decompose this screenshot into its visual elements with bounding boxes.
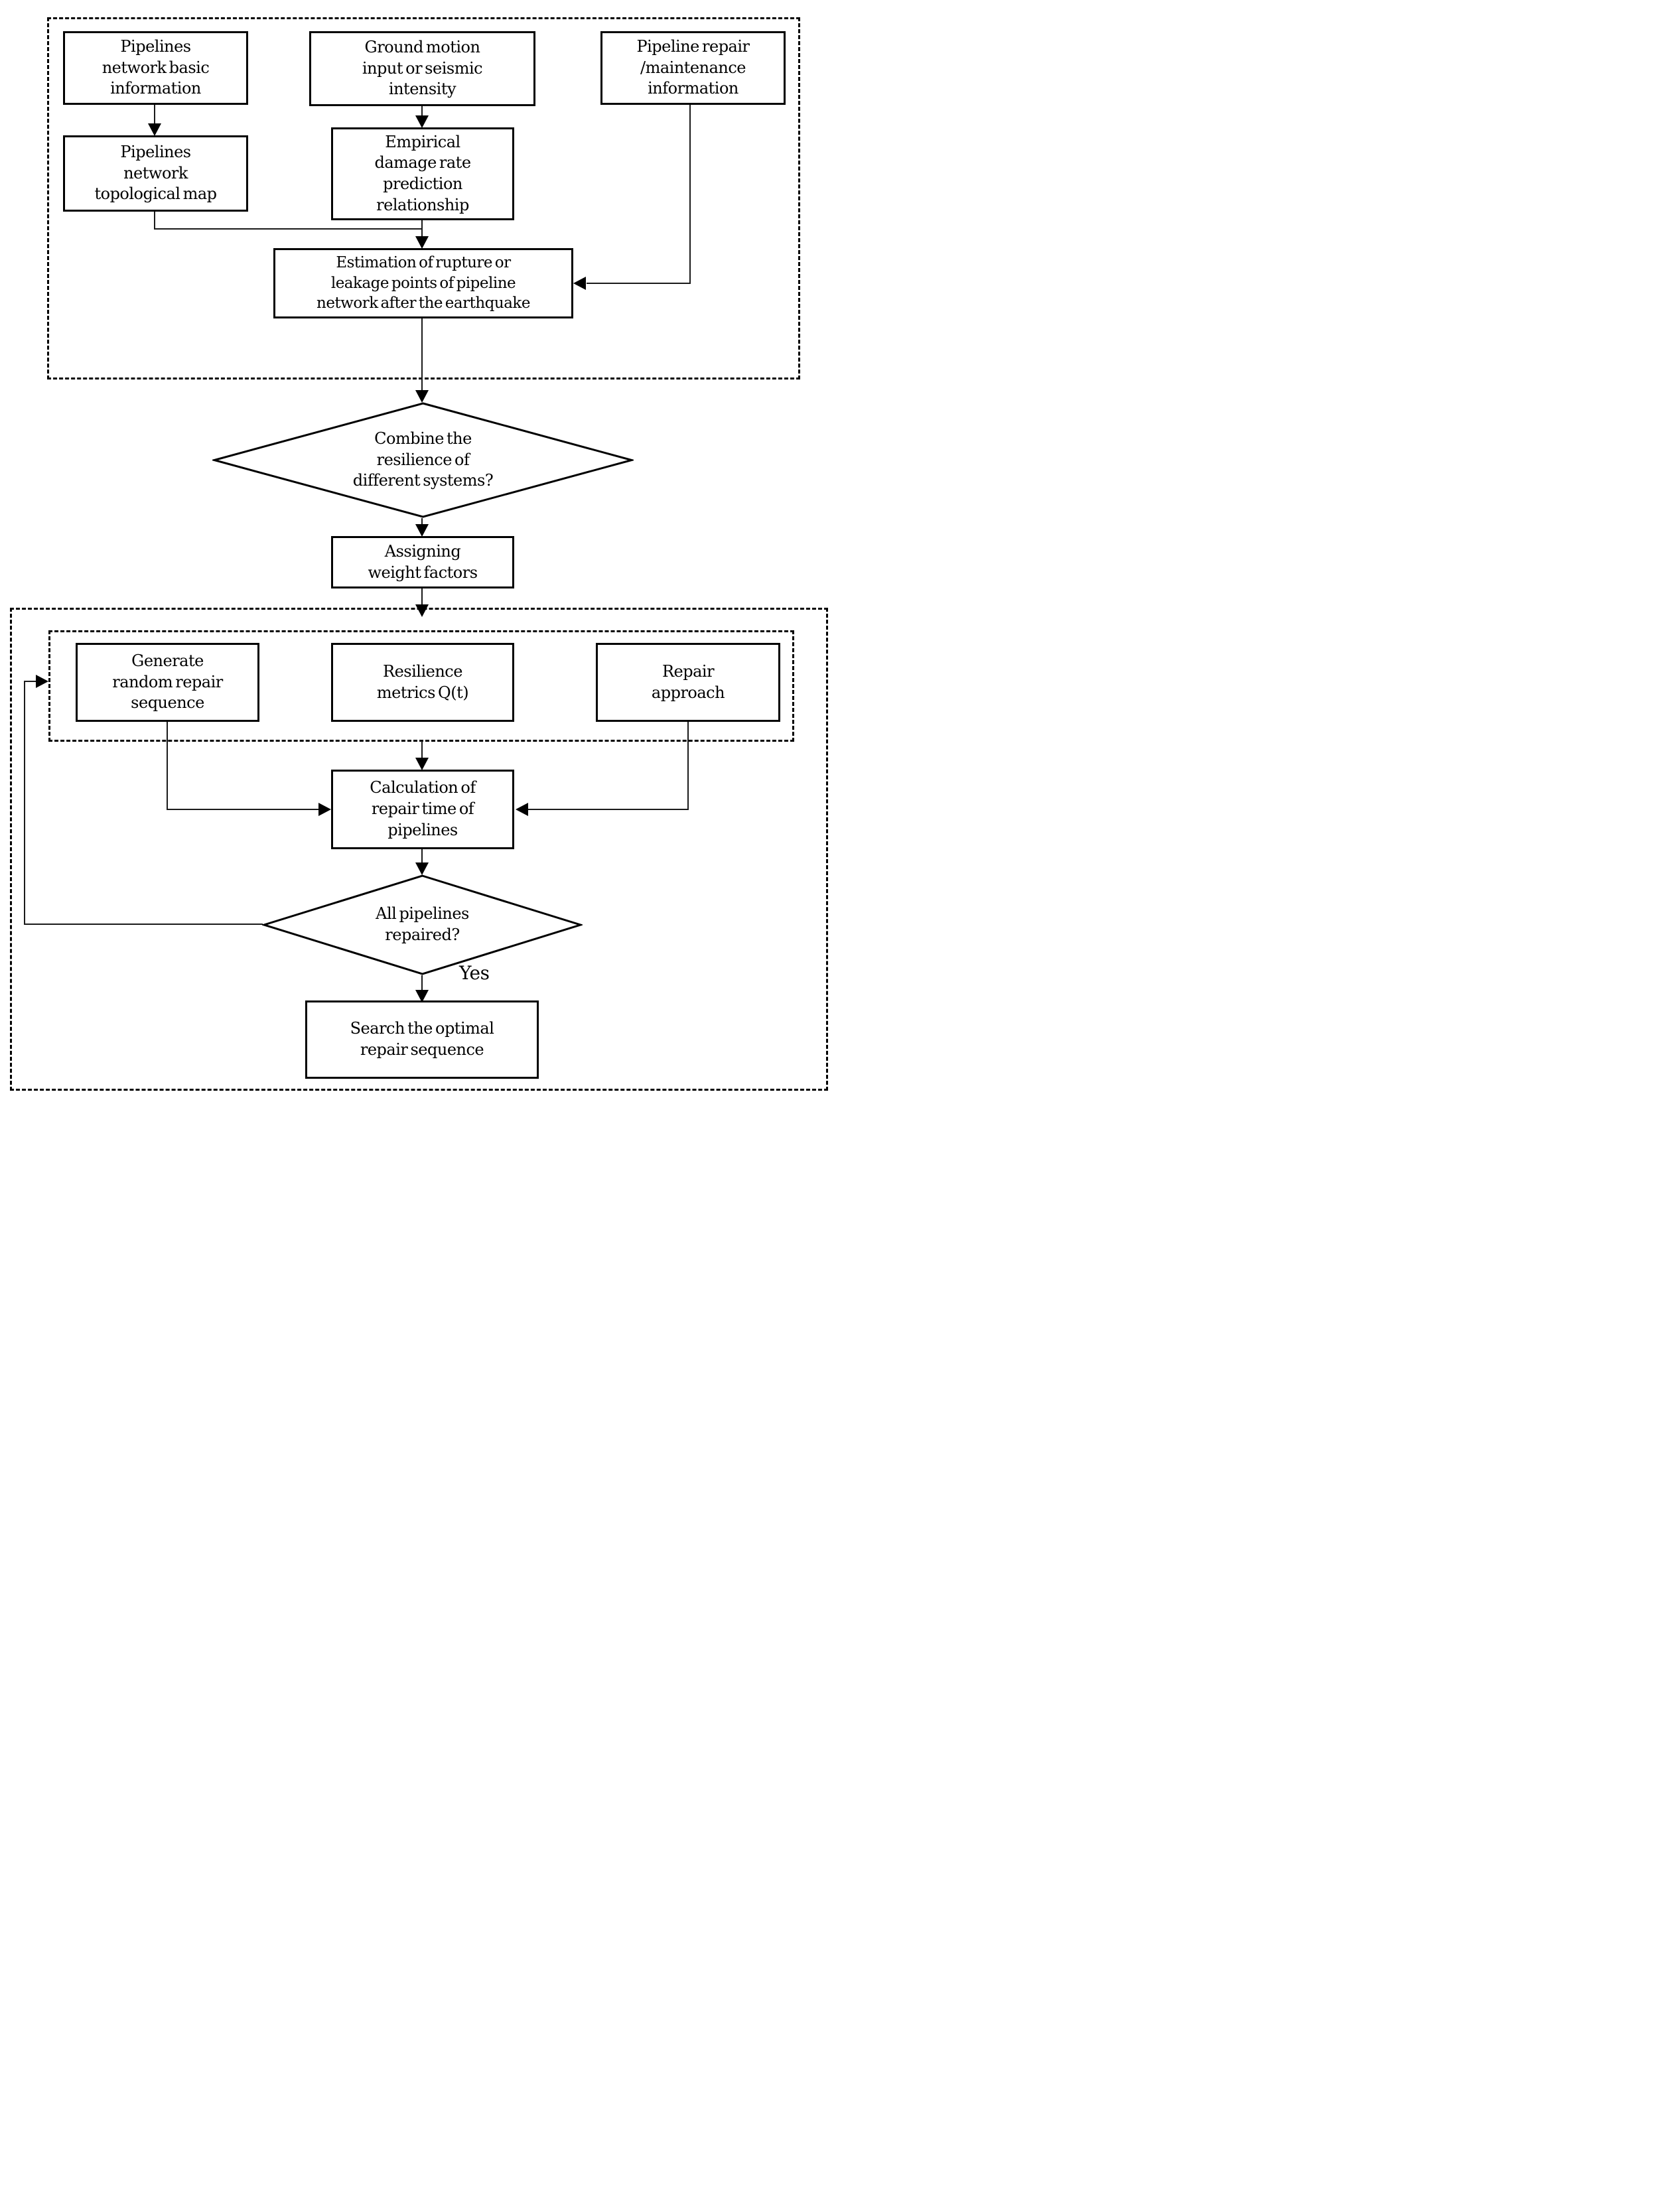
node-text-line: information — [110, 79, 201, 98]
arrow-down-icon — [415, 236, 429, 249]
node-text-line: Combine the — [374, 429, 472, 448]
node-text-line: intensity — [388, 80, 456, 99]
arrow-left-icon — [516, 803, 528, 816]
arrow-down-icon — [415, 390, 429, 403]
node-text-line: resilience of — [376, 450, 470, 469]
node-text-line: random repair — [112, 672, 223, 691]
node-search-optimal-repair-sequence: Search the optimal repair sequence — [305, 1000, 539, 1079]
node-resilience-metrics: Resilience metrics Q(t) — [331, 643, 514, 722]
node-text-line: Assigning — [384, 541, 461, 561]
connector-basic-to-topomap — [154, 105, 155, 125]
connector-inner-group-to-calculation — [421, 741, 423, 759]
diamond-outline — [212, 402, 634, 518]
node-generate-random-repair-sequence: Generate random repair sequence — [76, 643, 259, 722]
node-text-line: leakage points of pipeline — [330, 274, 516, 292]
arrow-right-icon — [36, 675, 48, 688]
node-text-line: input or seismic — [362, 58, 483, 78]
node-text-line: network after the earthquake — [316, 295, 530, 312]
diamond-shape — [262, 874, 583, 975]
node-text-line: approach — [651, 683, 725, 702]
arrow-down-icon — [415, 115, 429, 128]
connector-loop-vertical — [24, 681, 25, 925]
node-text-line: /maintenance — [640, 58, 746, 77]
node-text-line: topological map — [94, 184, 217, 204]
connector-ground-to-empirical — [421, 106, 423, 117]
node-text-line: Empirical — [385, 132, 460, 151]
node-ground-motion-input: Ground motion input or seismic intensity — [309, 31, 535, 106]
diamond-shape — [212, 402, 634, 518]
node-text-line: Search the optimal — [350, 1019, 494, 1038]
node-text-line: Calculation of — [370, 778, 476, 797]
arrow-left-icon — [573, 277, 586, 290]
connector-topomap-elbow-vertical — [154, 212, 155, 230]
node-calculation-repair-time: Calculation of repair time of pipelines — [331, 770, 514, 849]
node-estimation-rupture-leakage-points: Estimation of rupture or leakage points … — [273, 248, 573, 318]
arrow-down-icon — [415, 990, 429, 1002]
simulation-inputs-group-frame — [48, 630, 794, 742]
arrow-down-icon — [148, 123, 161, 136]
decision-text: All pipelines repaired? — [262, 874, 583, 975]
node-text-line: repair sequence — [360, 1040, 484, 1059]
node-pipelines-network-basic-information: Pipelines network basic information — [63, 31, 248, 105]
node-text-line: Pipelines — [120, 36, 191, 56]
decision-combine-resilience: Combine the resilience of different syst… — [212, 402, 634, 518]
node-text-line: relationship — [376, 195, 469, 214]
connector-estimation-to-combine — [421, 318, 423, 391]
connector-calculation-to-repaired — [421, 849, 423, 864]
connector-topomap-elbow-horizontal — [154, 228, 423, 230]
yes-branch-label: Yes — [459, 962, 490, 984]
connector-weights-to-inner-group — [421, 588, 423, 606]
connector-approach-elbow-vertical — [687, 722, 689, 810]
flowchart: Pipelines network basic information Grou… — [0, 0, 840, 1100]
node-text-line: Repair — [662, 661, 715, 681]
node-empirical-damage-rate-prediction: Empirical damage rate prediction relatio… — [331, 127, 514, 220]
connector-repairinfo-elbow-vertical — [689, 105, 691, 284]
damage-assessment-group-frame — [47, 17, 800, 379]
node-text-line: prediction — [383, 174, 462, 193]
decision-text: Combine the resilience of different syst… — [212, 402, 634, 518]
arrow-down-icon — [415, 524, 429, 537]
connector-approach-elbow-horizontal — [527, 809, 689, 810]
node-text-line: network basic — [102, 58, 210, 77]
decision-all-pipelines-repaired: All pipelines repaired? — [262, 874, 583, 975]
connector-loop-top — [24, 681, 38, 682]
arrow-right-icon — [318, 803, 331, 816]
node-text-line: pipelines — [387, 820, 458, 839]
connector-loop-bottom — [24, 924, 263, 925]
arrow-down-icon — [415, 604, 429, 617]
node-text-line: metrics Q(t) — [376, 683, 469, 702]
node-text-line: sequence — [131, 693, 204, 713]
connector-repaired-to-search — [421, 975, 423, 991]
node-text-line: information — [648, 79, 738, 98]
connector-generate-elbow-vertical — [167, 722, 168, 810]
node-text-line: network — [123, 163, 188, 182]
node-text-line: Ground motion — [364, 37, 480, 56]
node-text-line: weight factors — [368, 563, 478, 582]
node-text-line: repair time of — [371, 799, 474, 819]
node-text-line: Estimation of rupture or — [336, 254, 511, 272]
connector-generate-elbow-horizontal — [167, 809, 320, 810]
node-text-line: Generate — [131, 651, 204, 670]
arrow-down-icon — [415, 758, 429, 770]
node-repair-approach: Repair approach — [596, 643, 780, 722]
node-text-line: damage rate — [374, 153, 471, 172]
node-text-line: repaired? — [385, 926, 460, 944]
node-text-line: different systems? — [352, 471, 494, 490]
arrow-down-icon — [415, 862, 429, 875]
node-text-line: Pipeline repair — [636, 36, 750, 56]
node-pipelines-network-topological-map: Pipelines network topological map — [63, 135, 248, 212]
connector-repairinfo-elbow-horizontal — [587, 283, 691, 284]
connector-combine-to-weights — [421, 518, 423, 525]
node-pipeline-repair-maintenance-information: Pipeline repair /maintenance information — [600, 31, 786, 105]
node-text-line: All pipelines — [376, 904, 469, 924]
node-text-line: Resilience — [383, 661, 462, 681]
diamond-outline — [262, 874, 583, 975]
node-text-line: Pipelines — [120, 142, 191, 161]
node-assigning-weight-factors: Assigning weight factors — [331, 536, 514, 588]
